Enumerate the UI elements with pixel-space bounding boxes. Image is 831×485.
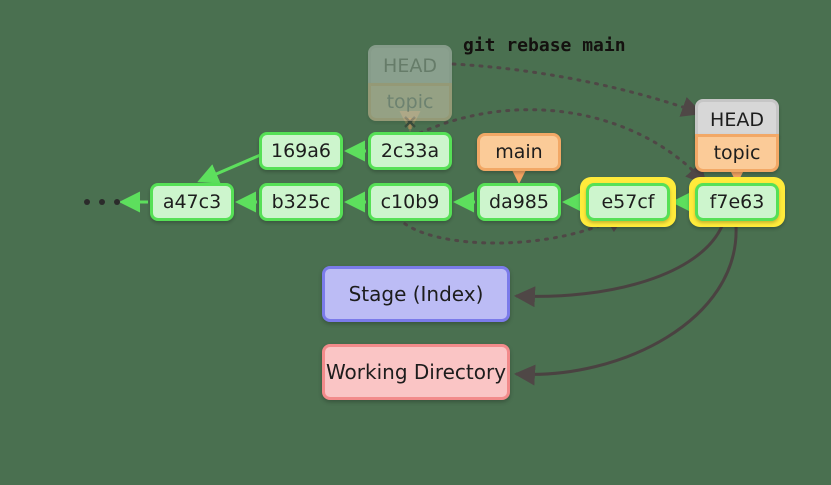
commit-node-e57cf[interactable]: e57cf: [586, 183, 670, 221]
commit-node-c10b9[interactable]: c10b9: [368, 183, 452, 221]
history-ellipsis: [84, 199, 120, 205]
topic-label: topic: [695, 134, 779, 172]
ghost-head-label: HEAD: [368, 45, 452, 83]
ghost-topic-label: topic: [368, 83, 452, 121]
commit-node-da985[interactable]: da985: [477, 183, 561, 221]
commit-node-169a6[interactable]: 169a6: [259, 132, 343, 170]
commit-node-f7e63[interactable]: f7e63: [695, 183, 779, 221]
working-directory-box[interactable]: Working Directory: [322, 344, 510, 400]
worktree-edges: [514, 224, 738, 386]
head-label: HEAD: [695, 99, 779, 137]
commit-node-a47c3[interactable]: a47c3: [150, 183, 234, 221]
command-caption: git rebase main: [463, 35, 626, 56]
main-branch-label[interactable]: main: [477, 133, 561, 171]
ellipsis-dot: [84, 199, 90, 205]
stage-index-box[interactable]: Stage (Index): [322, 266, 510, 322]
ellipsis-dot: [99, 199, 105, 205]
commit-node-2c33a[interactable]: 2c33a: [368, 132, 452, 170]
ellipsis-dot: [114, 199, 120, 205]
commit-node-b325c[interactable]: b325c: [259, 183, 343, 221]
